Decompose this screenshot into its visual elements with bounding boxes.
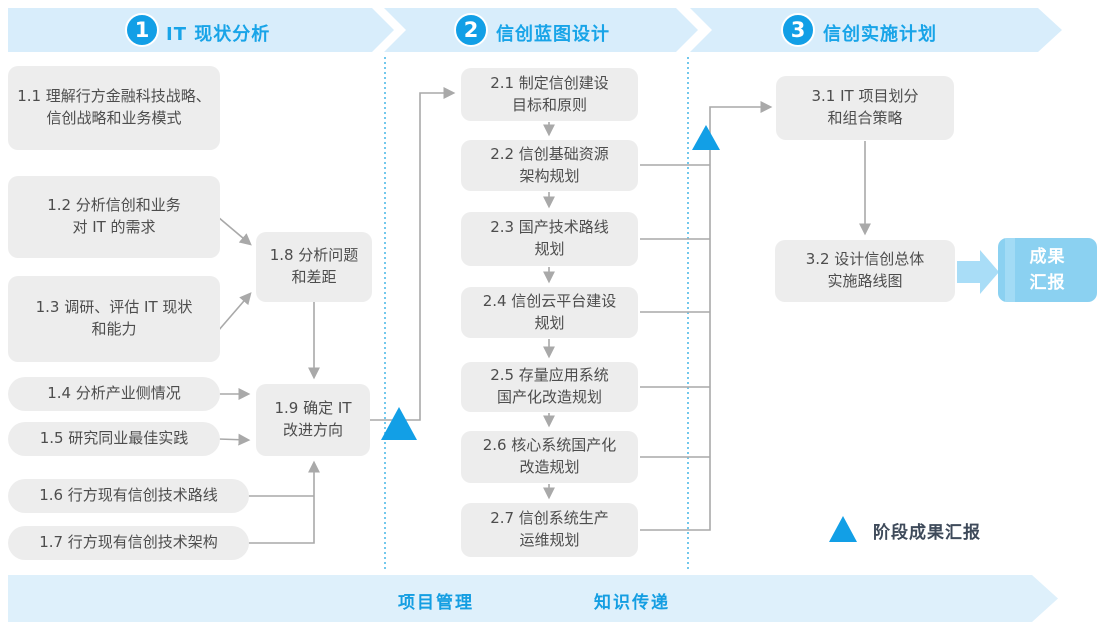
step-box-2-2: 2.2 信创基础资源 架构规划 — [461, 140, 638, 191]
result-arrow-icon — [957, 250, 999, 294]
step-box-1-2: 1.2 分析信创和业务 对 IT 的需求 — [8, 176, 220, 258]
step-box-2-5: 2.5 存量应用系统 国产化改造规划 — [461, 362, 638, 412]
step-box-1-1: 1.1 理解行方金融科技战略、 信创战略和业务模式 — [8, 66, 220, 150]
step-box-3-2: 3.2 设计信创总体 实施路线图 — [775, 240, 955, 302]
step-box-1-4: 1.4 分析产业侧情况 — [8, 377, 220, 411]
milestone-triangle-icon — [381, 407, 417, 440]
phase-number-badge-2: 2 — [454, 13, 488, 47]
step-box-1-5: 1.5 研究同业最佳实践 — [8, 422, 220, 456]
bottom-label-knowledge-transfer: 知识传递 — [594, 593, 670, 613]
step-box-1-8: 1.8 分析问题 和差距 — [256, 232, 372, 302]
step-box-2-7: 2.7 信创系统生产 运维规划 — [461, 503, 638, 557]
step-box-2-1: 2.1 制定信创建设 目标和原则 — [461, 68, 638, 121]
result-report-box: 成果 汇报 — [998, 238, 1097, 302]
milestone-triangle-icon — [829, 516, 857, 542]
milestone-triangle-icon — [692, 125, 720, 150]
step-box-1-3: 1.3 调研、评估 IT 现状 和能力 — [8, 276, 220, 362]
bottom-band: 项目管理 知识传递 — [8, 575, 1058, 622]
step-box-1-9: 1.9 确定 IT 改进方向 — [256, 384, 370, 456]
phase-band-1: 1 IT 现状分析 — [8, 8, 394, 52]
step-box-1-6: 1.6 行方现有信创技术路线 — [8, 479, 249, 513]
step-box-2-6: 2.6 核心系统国产化 改造规划 — [461, 431, 638, 483]
phase1-connectors — [217, 87, 456, 544]
phase-number-badge-3: 3 — [781, 13, 815, 47]
phase-title-3: 信创实施计划 — [823, 24, 937, 45]
step-box-1-7: 1.7 行方现有信创技术架构 — [8, 526, 249, 560]
phase-title-2: 信创蓝图设计 — [496, 24, 610, 45]
step-box-2-3: 2.3 国产技术路线 规划 — [461, 212, 638, 266]
phase-band-3: 3 信创实施计划 — [690, 8, 1062, 52]
phase2-collector — [640, 101, 773, 531]
step-box-2-4: 2.4 信创云平台建设 规划 — [461, 287, 638, 338]
step-box-3-1: 3.1 IT 项目划分 和组合策略 — [776, 76, 954, 140]
bottom-label-project-management: 项目管理 — [398, 593, 474, 613]
phase-band-2: 2 信创蓝图设计 — [384, 8, 698, 52]
phase-title-1: IT 现状分析 — [166, 24, 271, 45]
legend-label: 阶段成果汇报 — [873, 523, 981, 543]
phase-number-badge-1: 1 — [125, 13, 159, 47]
